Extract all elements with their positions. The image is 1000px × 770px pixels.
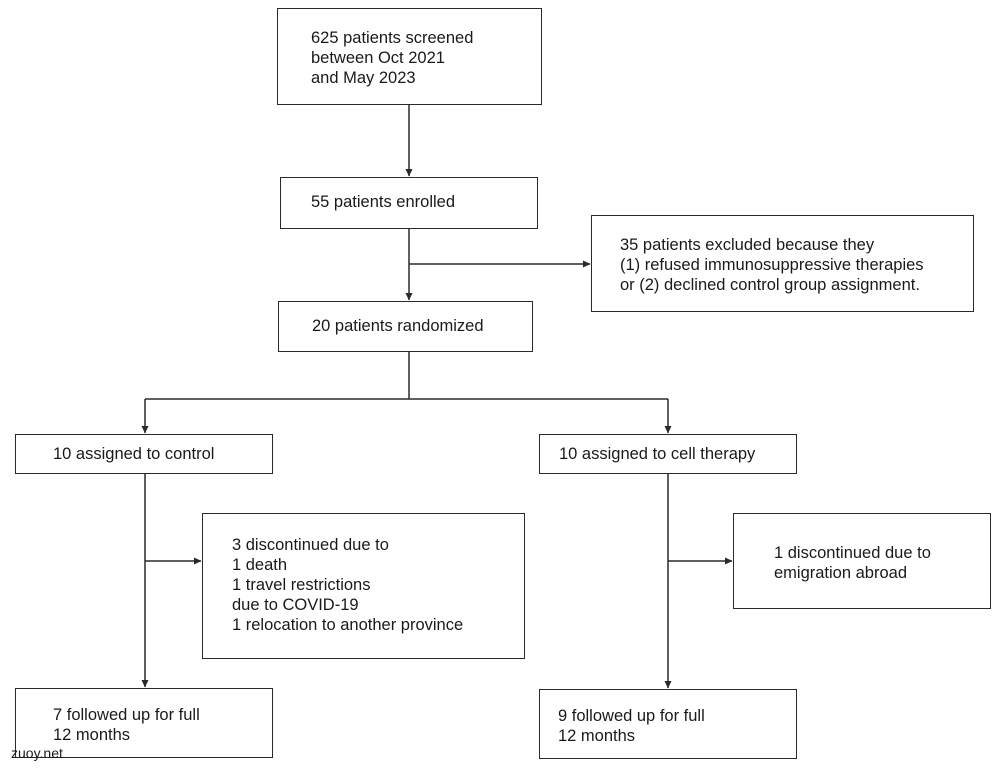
- control-discontinued-box: 3 discontinued due to 1 death 1 travel r…: [202, 513, 525, 659]
- cell-followup-line-1: 9 followed up for full: [558, 707, 705, 725]
- cell-discontinued-line-1: 1 discontinued due to: [774, 544, 931, 562]
- randomized-line-1: 20 patients randomized: [312, 317, 484, 335]
- enrolled-box: 55 patients enrolled: [280, 177, 538, 229]
- screened-line-2: between Oct 2021: [311, 49, 445, 67]
- cell-followup-box: 9 followed up for full 12 months: [539, 689, 797, 759]
- excluded-box: 35 patients excluded because they (1) re…: [591, 215, 974, 312]
- enrolled-line-1: 55 patients enrolled: [311, 193, 456, 211]
- control-discontinued-line-5: 1 relocation to another province: [232, 616, 464, 634]
- control-followup-box: 7 followed up for full 12 months: [15, 688, 273, 758]
- watermark-text: zuoy.net: [11, 745, 63, 761]
- control-discontinued-line-2: 1 death: [232, 556, 288, 574]
- excluded-line-1: 35 patients excluded because they: [620, 236, 875, 254]
- cell-discontinued-line-2: emigration abroad: [774, 564, 907, 582]
- control-box: 10 assigned to control: [15, 434, 273, 474]
- cell-followup-line-2: 12 months: [558, 727, 636, 745]
- control-discontinued-line-4: due to COVID-19: [232, 596, 359, 614]
- cell-discontinued-box: 1 discontinued due to emigration abroad: [733, 513, 991, 609]
- screened-box: 625 patients screened between Oct 2021 a…: [277, 8, 542, 105]
- control-discontinued-line-3: 1 travel restrictions: [232, 576, 371, 594]
- cell-therapy-line-1: 10 assigned to cell therapy: [559, 445, 756, 463]
- control-followup-line-2: 12 months: [53, 726, 131, 744]
- control-line-1: 10 assigned to control: [53, 445, 215, 463]
- excluded-line-2: (1) refused immunosuppressive therapies: [620, 256, 924, 274]
- control-followup-line-1: 7 followed up for full: [53, 706, 200, 724]
- control-discontinued-line-1: 3 discontinued due to: [232, 536, 389, 554]
- excluded-line-3: or (2) declined control group assignment…: [620, 276, 920, 294]
- randomized-box: 20 patients randomized: [278, 301, 533, 352]
- cell-therapy-box: 10 assigned to cell therapy: [539, 434, 797, 474]
- screened-line-1: 625 patients screened: [311, 29, 474, 47]
- screened-line-3: and May 2023: [311, 69, 416, 87]
